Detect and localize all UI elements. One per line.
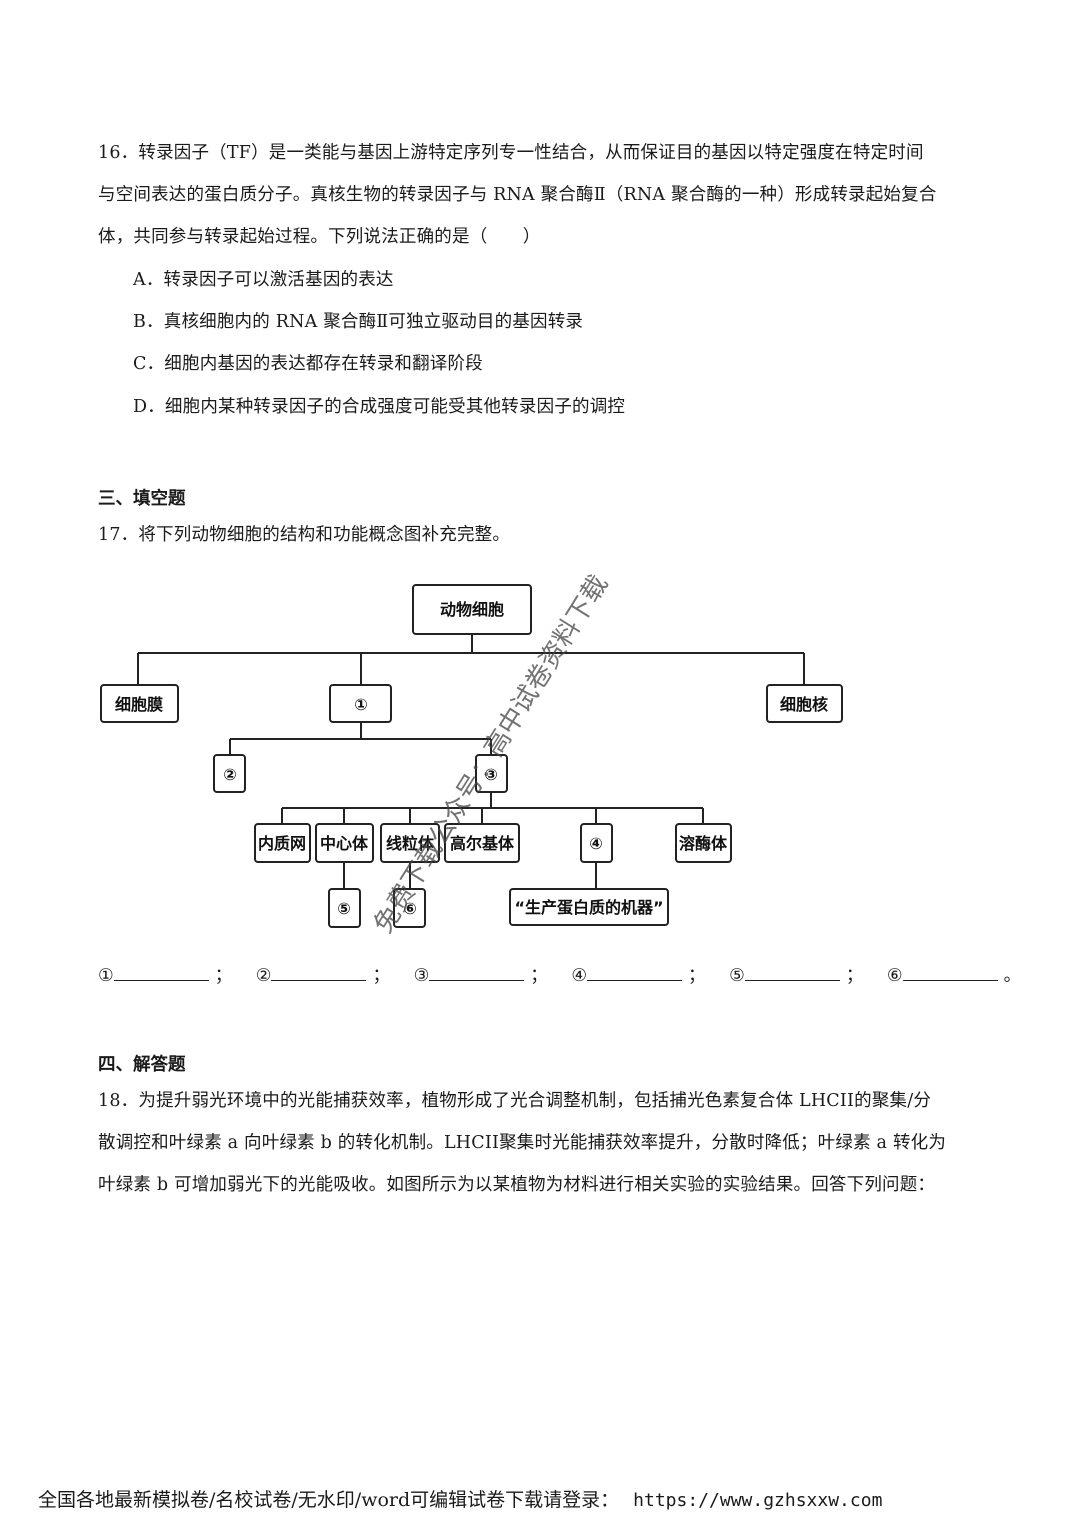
node-centrosome-label: 中心体 — [320, 834, 369, 853]
q16-option-d: D．细胞内某种转录因子的合成强度可能受其他转录因子的调控 — [133, 397, 626, 417]
node-blank-6-label: ⑥ — [403, 899, 417, 918]
answer-blank-5[interactable]: ⑤； — [729, 966, 863, 986]
node-blank-2-label: ② — [223, 765, 237, 784]
node-blank-2: ② — [213, 754, 246, 793]
node-er: 内质网 — [254, 823, 311, 863]
node-centrosome: 中心体 — [315, 823, 374, 863]
answer-line-1[interactable] — [113, 962, 209, 981]
node-cell-membrane: 细胞膜 — [100, 684, 179, 723]
q16-option-b: B．真核细胞内的 RNA 聚合酶Ⅱ可独立驱动目的基因转录 — [133, 312, 584, 332]
q17-answer-blanks: ①； ②； ③； ④； ⑤； ⑥。 — [98, 962, 1021, 988]
q16-option-c: C．细胞内基因的表达都存在转录和翻译阶段 — [133, 354, 483, 374]
node-golgi-label: 高尔基体 — [450, 834, 515, 853]
node-blank-1: ① — [329, 684, 392, 723]
answer-blank-6[interactable]: ⑥。 — [887, 966, 1021, 986]
node-animal-cell: 动物细胞 — [412, 584, 532, 635]
answer-line-6[interactable] — [902, 962, 998, 981]
section-4-title: 四、解答题 — [98, 1055, 186, 1075]
q16-line-2: 与空间表达的蛋白质分子。真核生物的转录因子与 RNA 聚合酶Ⅱ（RNA 聚合酶的… — [98, 185, 937, 205]
answer-sep-2: ； — [372, 966, 390, 986]
node-lysosome-label: 溶酶体 — [679, 834, 728, 853]
footer-text: 全国各地最新模拟卷/名校试卷/无水印/word可编辑试卷下载请登录： — [38, 1489, 620, 1511]
q18-line-3: 叶绿素 b 可增加弱光下的光能吸收。如图所示为以某植物为材料进行相关实验的实验结… — [98, 1175, 936, 1195]
answer-blank-1[interactable]: ①； — [98, 966, 232, 986]
answer-sep-3: ； — [530, 966, 548, 986]
answer-line-2[interactable] — [271, 962, 367, 981]
node-protein-machine-label: “生产蛋白质的机器” — [514, 898, 663, 917]
section-3-title: 三、填空题 — [98, 489, 186, 509]
q16-line-1: 16．转录因子（TF）是一类能与基因上游特定序列专一性结合，从而保证目的基因以特… — [98, 143, 924, 163]
node-blank-4: ④ — [580, 823, 613, 863]
answer-blank-2[interactable]: ②； — [256, 966, 390, 986]
answer-line-5[interactable] — [744, 962, 840, 981]
diagram-connectors — [137, 634, 805, 889]
footer: 全国各地最新模拟卷/名校试卷/无水印/word可编辑试卷下载请登录： https:… — [38, 1487, 882, 1514]
node-blank-5-label: ⑤ — [337, 899, 351, 918]
answer-blank-6-num: ⑥ — [886, 966, 903, 986]
q16-line-3: 体，共同参与转录起始过程。下列说法正确的是（ ） — [98, 227, 541, 247]
answer-sep-5: ； — [845, 966, 864, 986]
answer-blank-4-num: ④ — [571, 966, 588, 986]
answer-blank-3[interactable]: ③； — [414, 966, 548, 986]
q18-line-1: 18．为提升弱光环境中的光能捕获效率，植物形成了光合调整机制，包括捕光色素复合体… — [98, 1091, 932, 1111]
answer-blank-3-num: ③ — [413, 966, 430, 986]
node-animal-cell-label: 动物细胞 — [440, 600, 504, 619]
node-blank-3: ③ — [475, 754, 508, 793]
answer-blank-1-num: ① — [98, 966, 114, 986]
node-blank-1-label: ① — [354, 695, 368, 714]
node-er-label: 内质网 — [258, 834, 306, 853]
node-blank-3-label: ③ — [484, 765, 498, 784]
node-blank-6: ⑥ — [393, 888, 426, 928]
node-lysosome: 溶酶体 — [675, 823, 732, 863]
q18-line-2: 散调控和叶绿素 a 向叶绿素 b 的转化机制。LHCII聚集时光能捕获效率提升，… — [98, 1133, 947, 1153]
node-mitochondria-label: 线粒体 — [386, 834, 435, 853]
node-nucleus: 细胞核 — [766, 684, 843, 723]
node-cell-membrane-label: 细胞膜 — [115, 695, 163, 714]
node-nucleus-label: 细胞核 — [780, 695, 828, 714]
node-blank-4-label: ④ — [589, 834, 603, 853]
footer-url-link[interactable]: https://www.gzhsxxw.com — [633, 1490, 883, 1511]
answer-line-4[interactable] — [587, 962, 683, 981]
answer-blank-2-num: ② — [255, 966, 272, 986]
node-protein-machine: “生产蛋白质的机器” — [509, 888, 669, 926]
node-blank-5: ⑤ — [328, 888, 361, 928]
node-golgi: 高尔基体 — [444, 823, 520, 863]
q17-text: 17．将下列动物细胞的结构和功能概念图补充完整。 — [98, 525, 511, 545]
answer-end: 。 — [1003, 966, 1022, 986]
node-mitochondria: 线粒体 — [380, 823, 440, 863]
answer-blank-4[interactable]: ④； — [571, 966, 705, 986]
answer-line-3[interactable] — [429, 962, 525, 981]
answer-sep-4: ； — [688, 966, 706, 986]
answer-blank-5-num: ⑤ — [729, 966, 745, 986]
q16-option-a: A．转录因子可以激活基因的表达 — [133, 270, 394, 290]
answer-sep-1: ； — [214, 966, 233, 986]
